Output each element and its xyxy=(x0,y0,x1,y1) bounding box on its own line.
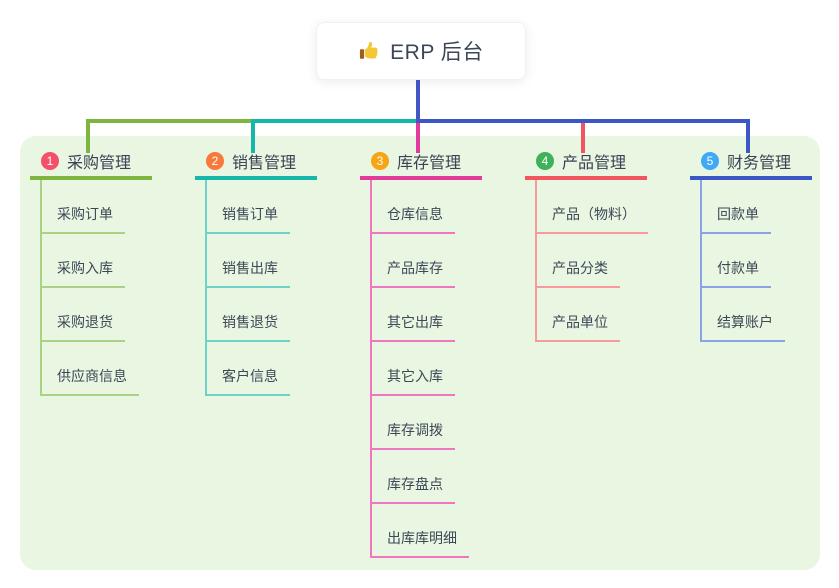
child-topic[interactable]: 产品（物料） xyxy=(535,180,648,234)
child-topic-label: 销售退货 xyxy=(222,314,278,330)
branch-title: 产品管理 xyxy=(562,155,627,172)
branch-topic[interactable]: 4 产品管理 xyxy=(525,146,647,180)
branch-children: 仓库信息产品库存其它出库其它入库库存调拨库存盘点出库库明细 xyxy=(370,180,469,558)
branch-topic[interactable]: 1 采购管理 xyxy=(30,146,152,180)
child-topic-label: 其它出库 xyxy=(387,314,443,330)
child-topic-label: 仓库信息 xyxy=(387,206,443,222)
child-topic[interactable]: 销售订单 xyxy=(205,180,290,234)
branch-column-5: 5 财务管理 回款单付款单结算账户 xyxy=(690,146,839,342)
child-topic[interactable]: 销售出库 xyxy=(205,234,290,288)
child-topic-label: 销售出库 xyxy=(222,260,278,276)
connector-drop-branch-3 xyxy=(416,123,420,153)
child-connector-line xyxy=(205,180,207,396)
child-topic-label: 采购退货 xyxy=(57,314,113,330)
child-topic[interactable]: 其它入库 xyxy=(370,342,455,396)
child-topic[interactable]: 仓库信息 xyxy=(370,180,455,234)
child-topic[interactable]: 销售退货 xyxy=(205,288,290,342)
branch-title: 销售管理 xyxy=(232,155,297,172)
child-topic[interactable]: 采购入库 xyxy=(40,234,125,288)
child-topic-label: 采购入库 xyxy=(57,260,113,276)
root-node-erp[interactable]: ERP 后台 xyxy=(316,22,526,80)
child-topic[interactable]: 采购退货 xyxy=(40,288,125,342)
child-topic-label: 产品库存 xyxy=(387,260,443,276)
child-topic-label: 回款单 xyxy=(717,206,759,222)
branch-number-badge: 4 xyxy=(536,152,554,170)
child-topic-label: 付款单 xyxy=(717,260,759,276)
child-topic[interactable]: 客户信息 xyxy=(205,342,290,396)
thumbs-up-icon xyxy=(358,40,381,63)
connector-trunk xyxy=(416,78,420,123)
branch-column-2: 2 销售管理 销售订单销售出库销售退货客户信息 xyxy=(195,146,360,396)
branch-children: 回款单付款单结算账户 xyxy=(700,180,785,342)
branch-topic[interactable]: 2 销售管理 xyxy=(195,146,317,180)
child-topic-label: 客户信息 xyxy=(222,368,278,384)
branch-column-3: 3 库存管理 仓库信息产品库存其它出库其它入库库存调拨库存盘点出库库明细 xyxy=(360,146,525,558)
child-topic-label: 销售订单 xyxy=(222,206,278,222)
child-topic[interactable]: 回款单 xyxy=(700,180,771,234)
child-topic-label: 库存盘点 xyxy=(387,476,443,492)
child-topic-label: 供应商信息 xyxy=(57,368,127,384)
root-node-title: ERP 后台 xyxy=(390,41,484,64)
child-connector-line xyxy=(40,180,42,396)
child-topic[interactable]: 其它出库 xyxy=(370,288,455,342)
connector-drop-branch-4 xyxy=(581,123,585,153)
branch-column-4: 4 产品管理 产品（物料） 产品分类产品单位 xyxy=(525,146,690,342)
branch-number-badge: 5 xyxy=(701,152,719,170)
child-connector-line xyxy=(370,180,372,558)
branch-title: 采购管理 xyxy=(67,155,132,172)
child-topic-label: 其它入库 xyxy=(387,368,443,384)
connector-drop-branch-1 xyxy=(86,119,90,153)
branch-number-badge: 3 xyxy=(371,152,389,170)
connector-horizontal-purchase xyxy=(86,119,255,123)
child-topic-label: 产品分类 xyxy=(552,260,608,276)
branch-number-badge: 1 xyxy=(41,152,59,170)
child-topic-label: 产品（物料） xyxy=(552,206,636,222)
connector-drop-branch-2 xyxy=(251,119,255,153)
child-topic[interactable]: 产品单位 xyxy=(535,288,620,342)
child-topic[interactable]: 出库库明细 xyxy=(370,504,469,558)
child-topic[interactable]: 库存调拨 xyxy=(370,396,455,450)
connector-horizontal-sales xyxy=(251,119,420,123)
branch-title: 库存管理 xyxy=(397,155,462,172)
branch-topic[interactable]: 5 财务管理 xyxy=(690,146,812,180)
connector-drop-branch-5 xyxy=(746,123,750,153)
child-topic[interactable]: 供应商信息 xyxy=(40,342,139,396)
child-topic-label: 出库库明细 xyxy=(387,530,457,546)
child-topic[interactable]: 采购订单 xyxy=(40,180,125,234)
branch-topic[interactable]: 3 库存管理 xyxy=(360,146,482,180)
branch-children: 产品（物料） 产品分类产品单位 xyxy=(535,180,648,342)
branch-number-badge: 2 xyxy=(206,152,224,170)
child-topic-label: 产品单位 xyxy=(552,314,608,330)
child-topic[interactable]: 付款单 xyxy=(700,234,771,288)
child-topic-label: 库存调拨 xyxy=(387,422,443,438)
child-topic[interactable]: 产品分类 xyxy=(535,234,620,288)
child-connector-line xyxy=(535,180,537,342)
branch-title: 财务管理 xyxy=(727,155,792,172)
child-topic-label: 采购订单 xyxy=(57,206,113,222)
child-topic[interactable]: 库存盘点 xyxy=(370,450,455,504)
branch-children: 采购订单采购入库采购退货供应商信息 xyxy=(40,180,139,396)
child-connector-line xyxy=(700,180,702,342)
child-topic[interactable]: 结算账户 xyxy=(700,288,785,342)
child-topic-label: 结算账户 xyxy=(717,314,773,330)
branches-panel xyxy=(20,136,820,570)
branch-children: 销售订单销售出库销售退货客户信息 xyxy=(205,180,290,396)
child-topic[interactable]: 产品库存 xyxy=(370,234,455,288)
branch-column-1: 1 采购管理 采购订单采购入库采购退货供应商信息 xyxy=(30,146,195,396)
connector-horizontal-finance xyxy=(416,119,750,123)
